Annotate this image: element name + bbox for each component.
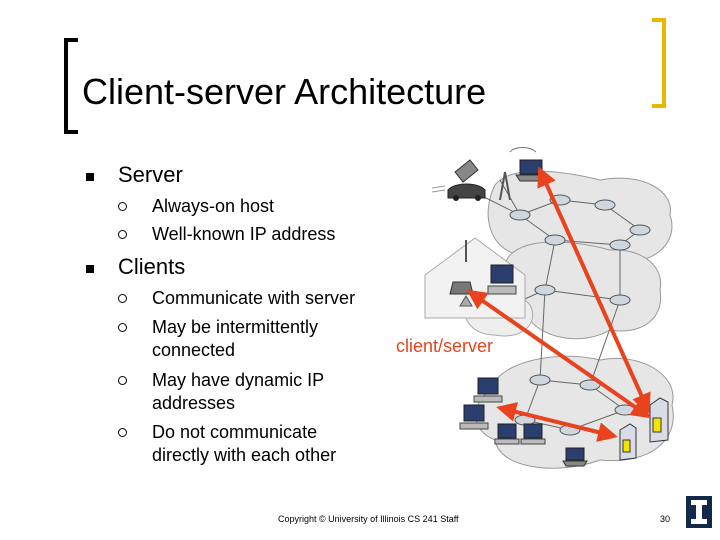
page-number: 30	[660, 514, 671, 524]
client-server-arrows	[466, 166, 652, 442]
mobile-devices	[431, 159, 511, 201]
footer-copyright: Copyright © University of Illinois CS 24…	[278, 514, 459, 524]
sub-bullet-circle-icon	[118, 230, 127, 239]
sub-bullet-clients-2: May be intermittently connected	[152, 317, 319, 360]
sub-bullet-circle-icon	[118, 428, 127, 437]
sub-bullet-clients-4: Do not communicate directly with each ot…	[152, 422, 337, 465]
server-icons	[619, 397, 669, 461]
slide-title: Client-server Architecture	[82, 71, 487, 112]
bullet-square-icon	[86, 173, 94, 181]
sub-bullet-circle-icon	[118, 294, 127, 303]
sub-bullet-clients-1: Communicate with server	[152, 288, 356, 308]
sub-bullet-circle-icon	[118, 323, 127, 332]
bullet-square-icon	[86, 265, 94, 273]
sub-bullet-circle-icon	[118, 202, 127, 211]
sub-bullet-server-1: Always-on host	[152, 196, 275, 216]
bullet-server: Server	[118, 162, 183, 187]
diagram-label: client/server	[396, 336, 493, 356]
university-logo-icon	[686, 496, 712, 528]
sub-bullet-circle-icon	[118, 376, 127, 385]
bullet-clients: Clients	[118, 254, 186, 279]
sub-bullet-clients-3: May have dynamic IP addresses	[152, 370, 324, 413]
sub-bullet-server-2: Well-known IP address	[152, 224, 336, 244]
